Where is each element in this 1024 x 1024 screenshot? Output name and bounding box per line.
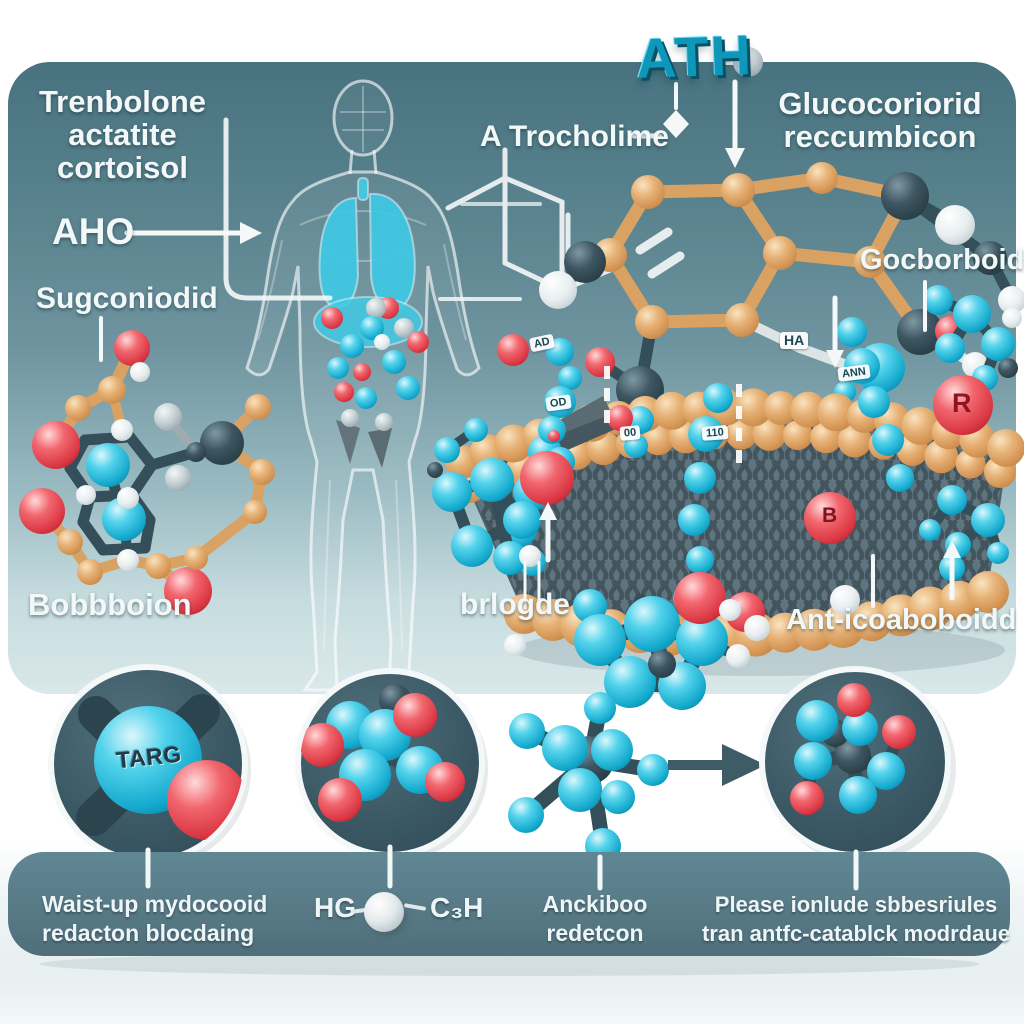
- callout-stems: [145, 844, 859, 891]
- diamond-marker: [663, 110, 689, 138]
- ha-tag: HA: [780, 332, 809, 350]
- caption-line: tran antfc-catablck modrdaue: [701, 921, 1011, 946]
- top-right-title: Glucocoriorid reccumbicon: [755, 86, 1005, 154]
- r-sphere-letter: R: [952, 388, 972, 418]
- callout-2-molecule: [300, 684, 465, 822]
- formula-atom-sphere: [364, 892, 404, 932]
- aho-label: AHO: [52, 211, 135, 252]
- annotation-arrows: [99, 59, 961, 610]
- receptor-tag-110: 110: [701, 425, 729, 441]
- caption-line: Please ionlude sbbesriules: [714, 892, 998, 917]
- gocborboid-label: Gocborboid: [860, 244, 1024, 276]
- ath-pin-sphere: [733, 47, 763, 77]
- top-left-title: Trenbolone actatite cortoisol: [25, 84, 220, 185]
- caption-line: redetcon: [546, 920, 644, 946]
- title-line: Glucocoriorid: [778, 86, 982, 121]
- title-line: reccumbicon: [783, 118, 977, 154]
- sugconiodid-label: Sugconiodid: [36, 282, 218, 315]
- callout-4-molecule: [790, 683, 916, 815]
- caption-1: Waist-up mydocooid redacton blocdaing: [42, 890, 342, 948]
- caption-bar: [8, 852, 1010, 956]
- free-molecule-step-3: [508, 692, 669, 864]
- membrane-molecules: [427, 285, 1022, 710]
- caption-line: Waist-up mydocooid: [42, 891, 268, 917]
- caption-line: Anckiboo: [542, 891, 648, 917]
- lipid-bilayer-membrane: [427, 285, 1024, 710]
- caption-line: redacton blocdaing: [42, 920, 255, 946]
- title-line: cortoisol: [57, 149, 188, 185]
- callout-1-content: [76, 694, 243, 840]
- step-arrow-head: [722, 744, 766, 786]
- abdomen-molecule-cluster: [321, 297, 429, 468]
- title-line: Trenbolone: [38, 84, 207, 119]
- formula-left: HG: [314, 892, 356, 923]
- ath-3d-title: ATH: [634, 22, 755, 91]
- bobbboion-label: Bobbboion: [28, 587, 192, 622]
- human-body-outline: [245, 79, 481, 692]
- caption-4: Please ionlude sbbesriules tran antfc-ca…: [694, 890, 1018, 948]
- title-line: actatite: [68, 116, 177, 152]
- brlogde-label: brlogde: [460, 588, 570, 621]
- aho-arrow-head: [240, 222, 262, 244]
- skeletal-structure-lines: [445, 147, 685, 293]
- anticoaboboidd-label: Ant-icoaboboidd: [786, 604, 1017, 636]
- process-step-row: [8, 664, 1010, 976]
- b-sphere-letter: B: [822, 504, 838, 527]
- a-trocholime-label: A Trocholime: [480, 120, 669, 153]
- receptor-tag-00: 00: [619, 425, 641, 441]
- bracket-line: [223, 117, 333, 301]
- formula-right: C₃H: [430, 892, 484, 923]
- steroid-molecule: [19, 330, 275, 615]
- caption-3: Anckiboo redetcon: [505, 890, 685, 948]
- dashed-guide-lines: [604, 366, 742, 470]
